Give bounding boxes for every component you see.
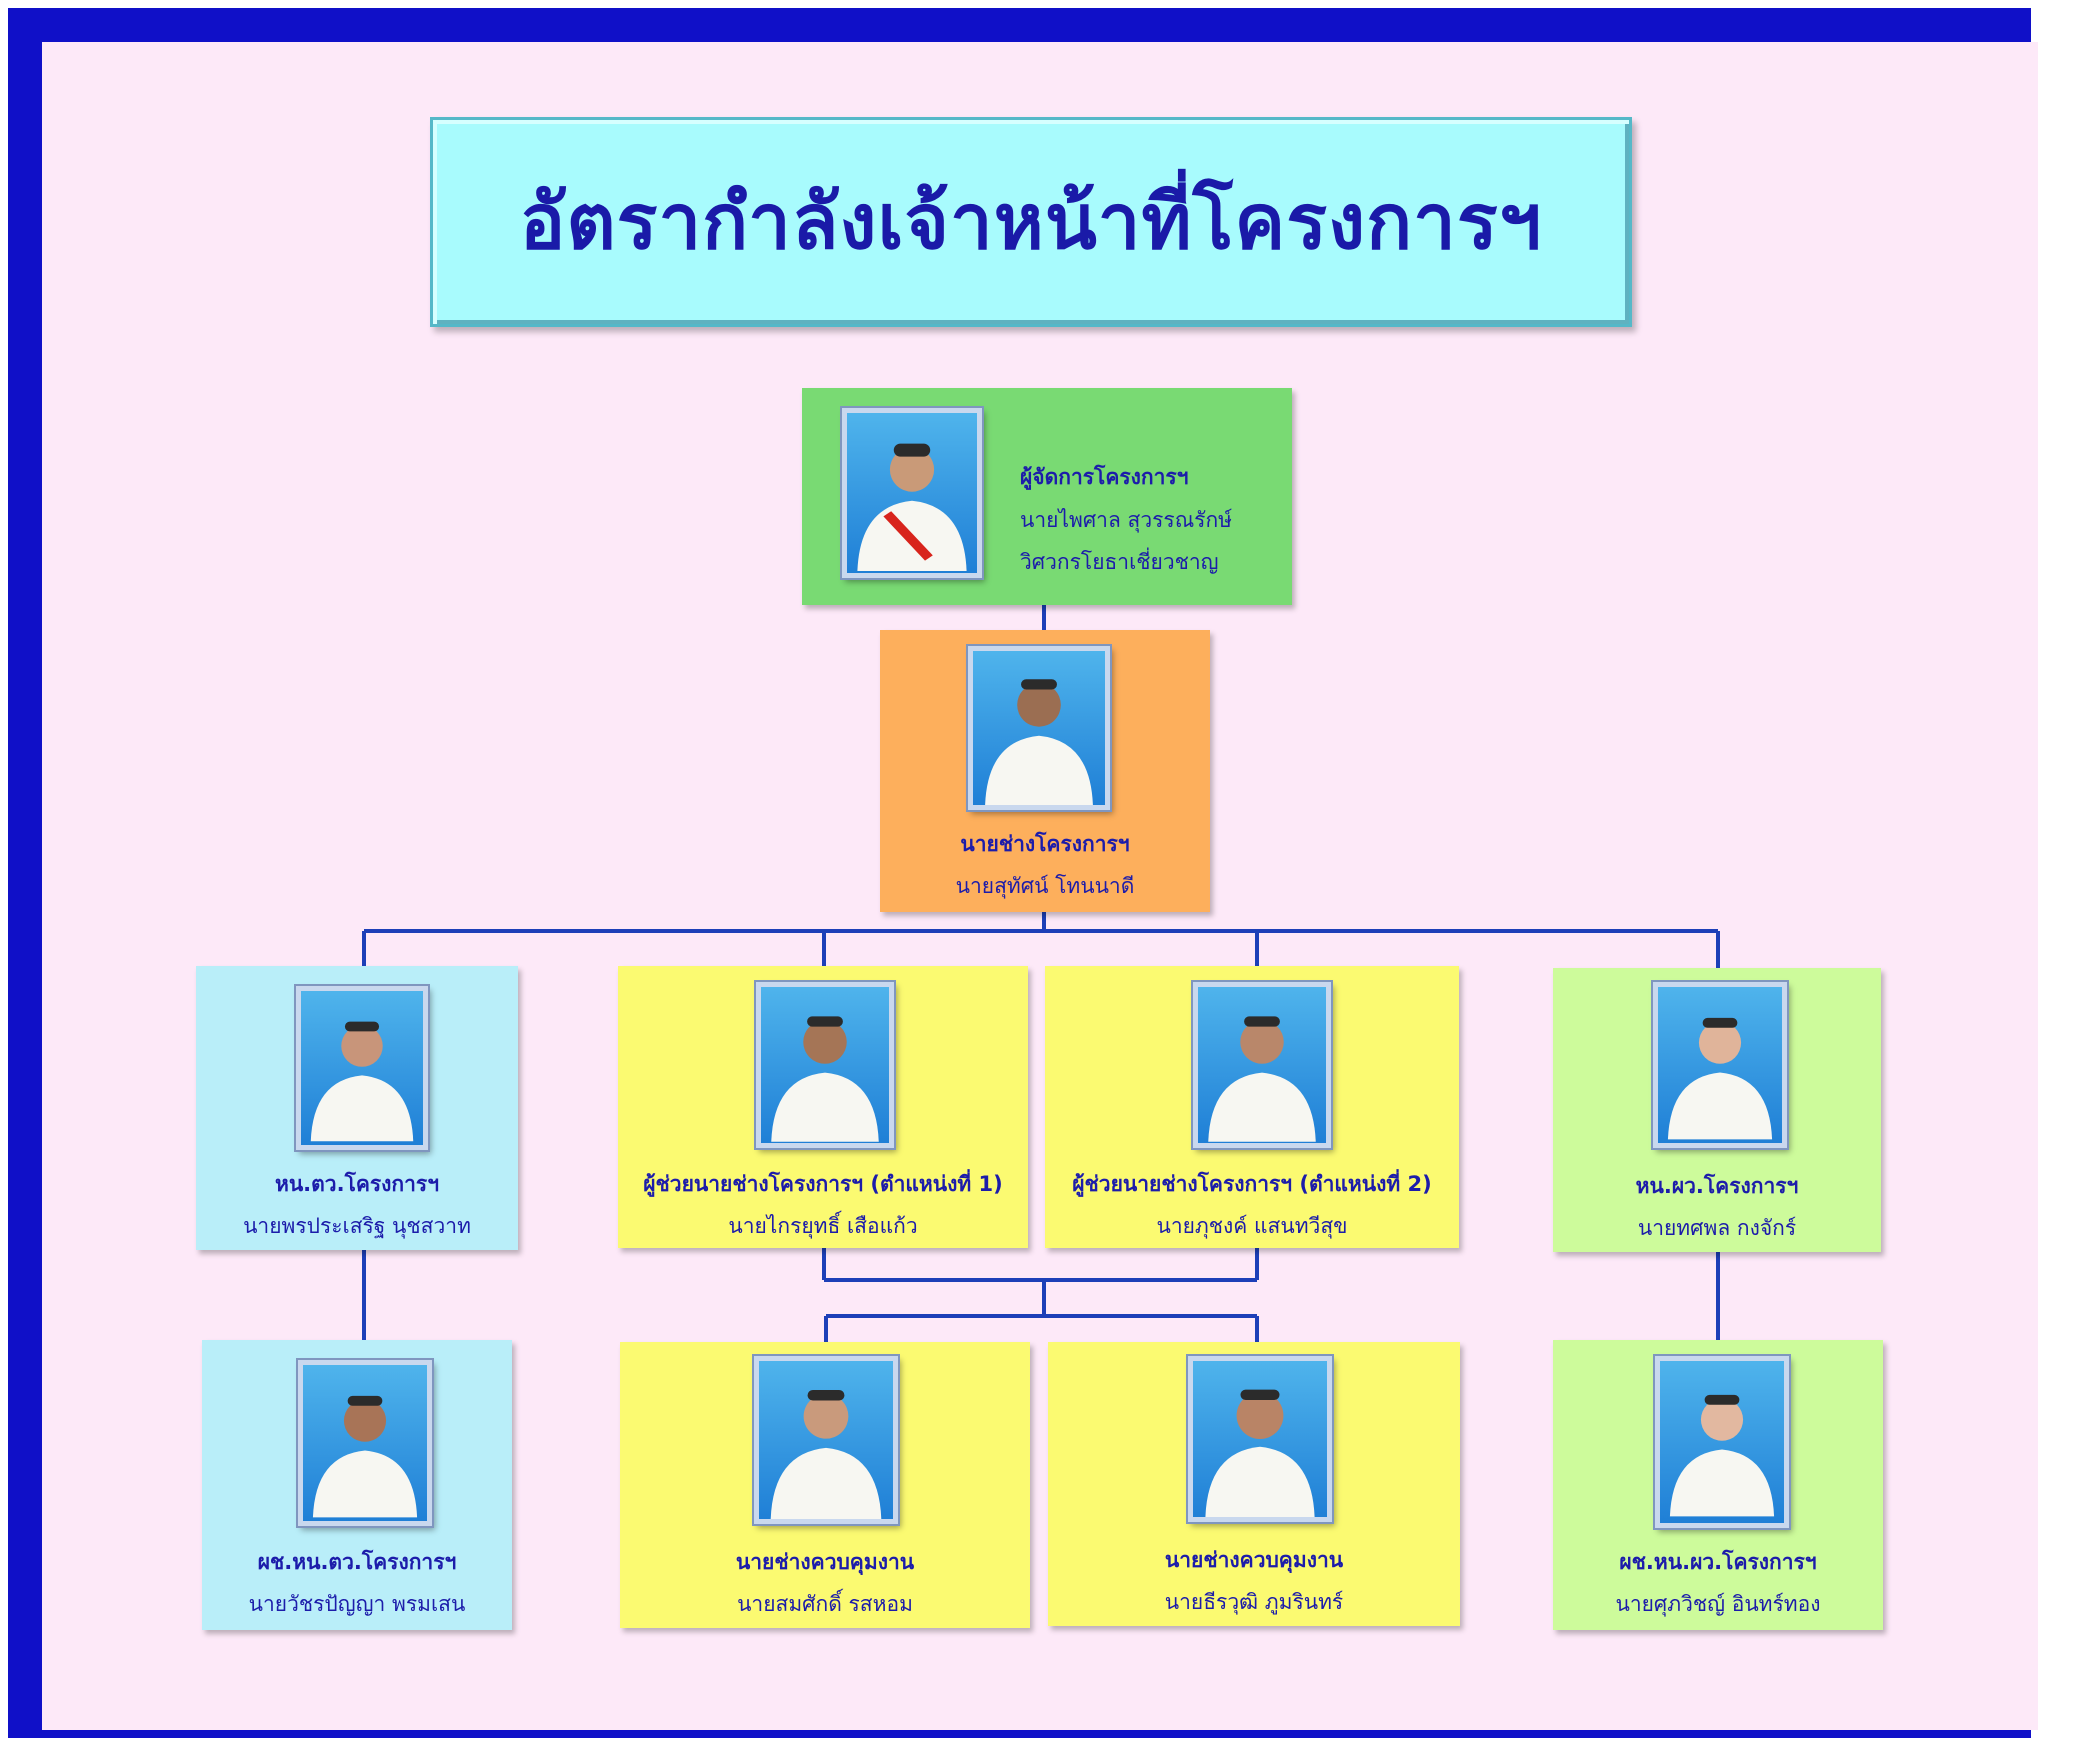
card-manager: ผู้จัดการโครงการฯ นายไพศาล สุวรรณรักษ์ ว…: [802, 388, 1292, 605]
water-head-name: นายทศพล กงจักร์: [1637, 1216, 1797, 1240]
portrait-icon: [842, 408, 982, 578]
supervisor-2-name: นายธีรวุฒิ ภูมรินทร์: [1164, 1590, 1344, 1614]
supervisor-1-name: นายสมศักดิ์ รสหอม: [737, 1592, 913, 1616]
manager-name: นายไพศาล สุวรรณรักษ์: [1020, 508, 1233, 532]
card-assistant-1: ผู้ช่วยนายช่างโครงการฯ (ตำแหน่งที่ 1) นา…: [618, 966, 1028, 1248]
manager-rank: วิศวกรโยธาเชี่ยวชาญ: [1020, 550, 1219, 574]
card-project-engineer: นายช่างโครงการฯ นายสุทัศน์ โทนนาดี: [880, 630, 1210, 912]
water-assistant-position: ผช.หน.ผว.โครงการฯ: [1619, 1550, 1817, 1574]
portrait-icon: [298, 1360, 432, 1526]
maintenance-head-name: นายพรประเสริฐ นุชสวาท: [243, 1214, 471, 1238]
title-banner: อัตรากำลังเจ้าหน้าที่โครงการฯ: [430, 117, 1632, 327]
project-engineer-position: นายช่างโครงการฯ: [960, 832, 1130, 856]
portrait-icon: [1653, 982, 1787, 1148]
card-maintenance-assistant: ผช.หน.ตว.โครงการฯ นายวัชรปัญญา พรมเสน: [202, 1340, 512, 1630]
maintenance-assistant-position: ผช.หน.ตว.โครงการฯ: [257, 1550, 457, 1574]
card-assistant-2: ผู้ช่วยนายช่างโครงการฯ (ตำแหน่งที่ 2) นา…: [1045, 966, 1459, 1248]
page-title: อัตรากำลังเจ้าหน้าที่โครงการฯ: [519, 177, 1543, 266]
portrait-icon: [1655, 1356, 1789, 1528]
card-water-assistant: ผช.หน.ผว.โครงการฯ นายศุภวิชญ์ อินทร์ทอง: [1553, 1340, 1883, 1630]
portrait-icon: [1188, 1356, 1332, 1522]
card-water-head: หน.ผว.โครงการฯ นายทศพล กงจักร์: [1553, 968, 1881, 1252]
project-engineer-name: นายสุทัศน์ โทนนาดี: [955, 874, 1135, 898]
supervisor-2-position: นายช่างควบคุมงาน: [1164, 1548, 1344, 1572]
assistant-2-position: ผู้ช่วยนายช่างโครงการฯ (ตำแหน่งที่ 2): [1072, 1172, 1432, 1196]
card-supervisor-2: นายช่างควบคุมงาน นายธีรวุฒิ ภูมรินทร์: [1048, 1342, 1460, 1626]
portrait-icon: [756, 982, 894, 1148]
maintenance-assistant-name: นายวัชรปัญญา พรมเสน: [248, 1592, 466, 1616]
water-head-position: หน.ผว.โครงการฯ: [1635, 1174, 1799, 1198]
supervisor-1-position: นายช่างควบคุมงาน: [735, 1550, 915, 1574]
card-maintenance-head: หน.ตว.โครงการฯ นายพรประเสริฐ นุชสวาท: [196, 966, 518, 1250]
portrait-icon: [1193, 982, 1331, 1148]
portrait-icon: [754, 1356, 898, 1524]
maintenance-head-position: หน.ตว.โครงการฯ: [274, 1172, 440, 1196]
portrait-icon: [968, 646, 1110, 810]
water-assistant-name: นายศุภวิชญ์ อินทร์ทอง: [1615, 1592, 1821, 1616]
assistant-2-name: นายภุชงค์ แสนทวีสุข: [1156, 1214, 1348, 1238]
assistant-1-position: ผู้ช่วยนายช่างโครงการฯ (ตำแหน่งที่ 1): [643, 1172, 1003, 1196]
portrait-icon: [296, 986, 428, 1150]
assistant-1-name: นายไกรยุทธิ์ เสือแก้ว: [728, 1214, 918, 1238]
manager-position: ผู้จัดการโครงการฯ: [1020, 465, 1189, 489]
card-supervisor-1: นายช่างควบคุมงาน นายสมศักดิ์ รสหอม: [620, 1342, 1030, 1628]
